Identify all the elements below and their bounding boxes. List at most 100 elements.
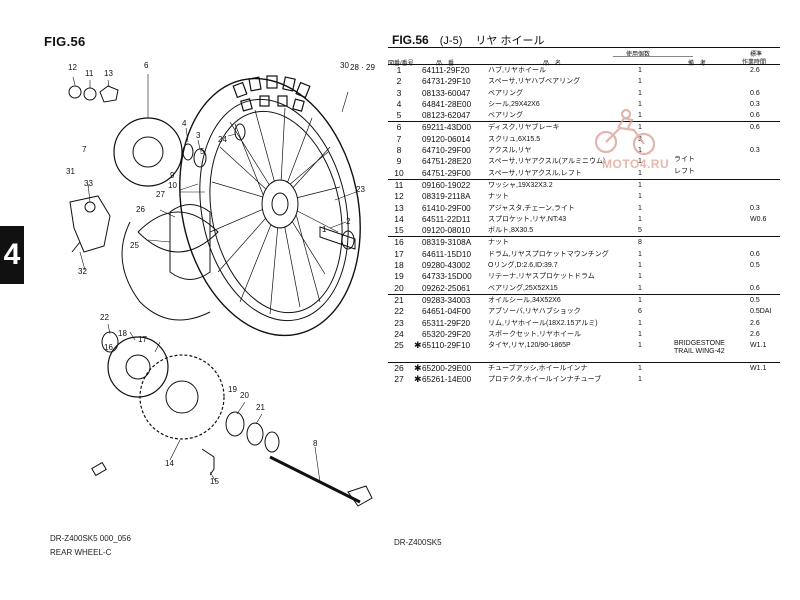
row-description: タイヤ,リヤ,120/90-1865P [488,342,571,350]
row-description: チューブアッシ,ホイールインナ [488,365,588,373]
row-ref-no: 13 [394,202,404,213]
seal-21 [246,422,264,446]
row-qty: 5 [638,227,642,235]
row-description: スプロケット,リヤ,NT:43 [488,215,567,223]
callout-32: 32 [78,267,87,276]
row-part-no: 09280-43002 [422,261,471,271]
row-ref-no: 7 [396,133,402,144]
row-description: ドラム,リヤスプロケットマウンチング [488,250,609,258]
row-description: ベアリング,25X52X15 [488,284,558,292]
row-description: アクスル,リヤ [488,147,532,155]
drum-bore [125,354,151,380]
row-qty: 1 [638,147,642,155]
tyre-tread [232,75,311,112]
row-work-time: 2.6 [750,319,760,327]
row-new-mark: ✱ [414,374,422,385]
row-remarks-line1: レフト [674,167,695,175]
rim-outline [199,98,349,322]
row-qty: 1 [638,124,642,132]
row-work-time: 2.6 [750,330,760,338]
retainer-19 [264,431,280,453]
callout-27: 27 [156,190,165,199]
row-description: ベアリング [488,112,523,120]
row-ref-no: 23 [394,317,404,328]
adjuster-13 [99,85,119,103]
bolt-15 [201,448,215,476]
row-qty: 1 [638,112,642,120]
row-description: Oリング,D:2.6,ID:39.7 [488,262,558,270]
row-description: スペーサ,リヤアクスル(アルミニウム) [488,158,606,166]
callout-16: 16 [104,343,113,352]
row-ref-no: 11 [394,179,404,190]
sprocket-drum-17 [107,336,169,398]
row-ref-no: 18 [394,260,404,271]
row-description: ベアリング [488,89,523,97]
callout-2: 2 [346,217,351,226]
header-part-no: 品 番 [436,61,455,67]
header-unit-line2: 作業時間 [742,60,767,66]
header-qty: 使用個数 [626,52,651,58]
row-ref-no: 17 [394,248,404,259]
row-description: プロテクタ,ホイールインナチューブ [488,376,602,384]
row-qty: 1 [638,342,642,350]
row-ref-no: 21 [394,294,404,305]
tyre-25 [121,221,211,321]
row-ref-no: 6 [396,122,402,133]
row-part-no: 64511-22D11 [422,214,471,224]
o-ring-18 [101,331,119,353]
row-qty: 1 [638,330,642,338]
row-work-time: W0.6 [750,215,767,223]
row-qty: 1 [638,78,642,86]
row-part-no: 64651-04F00 [422,307,471,317]
callout-21: 21 [256,403,265,412]
callout-8: 8 [313,439,318,448]
row-new-mark: ✱ [414,363,422,374]
row-qty: 1 [638,193,642,201]
row-work-time: 0.3 [750,147,760,155]
washer-11 [83,87,97,101]
row-qty: 1 [638,158,642,166]
row-qty: 1 [638,169,642,177]
row-ref-no: 26 [394,363,404,374]
bolt-33 [84,201,96,213]
callout-26: 26 [136,205,145,214]
row-description: ハブ,リヤホイール [488,67,546,74]
row-description: スクリュ,6X15.5 [488,135,541,143]
row-part-no: 09262-25061 [422,283,471,293]
spacer-10-end [341,230,355,250]
row-work-time: 0.6 [750,124,760,132]
row-work-time: 0.6 [750,284,760,292]
row-part-no: 65261-14E00 [422,375,472,385]
nut-12 [68,85,82,99]
row-qty: 1 [638,204,642,212]
arrow-tag [91,461,107,477]
row-part-no: 64111-29F20 [422,66,470,75]
row-work-time: 0.3 [750,100,760,108]
spacer-24 [234,123,246,141]
row-remarks-line2: TRAIL WING-42 [674,348,725,356]
row-description: リム,リヤホイール(18X2.15アルミ) [488,319,598,327]
axle-8 [269,455,361,504]
row-qty: 1 [638,319,642,327]
callout-18: 18 [118,329,127,338]
exploded-wheel-diagram: 12 11 13 6 30 28 · 29 4 3 5 24 7 31 33 9… [66,61,375,507]
row-separator [388,121,780,123]
header-remarks: 備 考 [688,61,707,67]
row-work-time: W1.1 [750,365,767,373]
row-description: ワッシャ,19X32X3.2 [488,181,553,189]
header-unit-line1: 標準 [750,52,763,58]
row-work-time: 2.6 [750,67,760,74]
row-description: オイルシール,34X52X6 [488,296,561,304]
adjuster-31 [69,195,111,253]
row-part-no: 61410-29F00 [422,203,471,213]
